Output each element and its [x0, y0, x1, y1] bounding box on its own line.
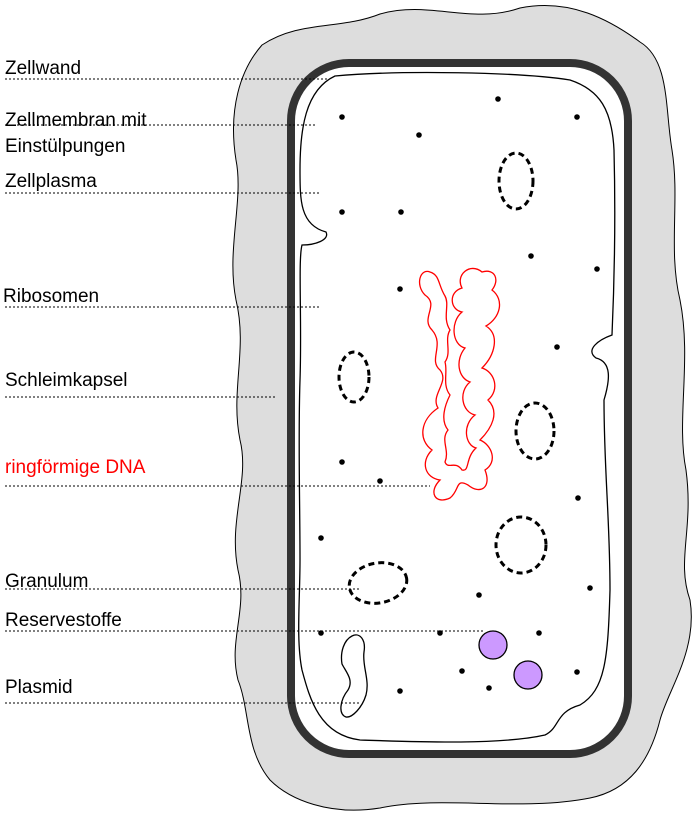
plasmid — [340, 634, 368, 718]
label-reserve: Reservestoffe — [5, 610, 122, 631]
granules — [337, 151, 556, 605]
label-granule: Granulum — [5, 571, 88, 592]
label-cytoplasm: Zellplasma — [5, 171, 97, 192]
cell-membrane — [298, 71, 616, 743]
label-plasmid: Plasmid — [5, 677, 73, 698]
label-cell-wall: Zellwand — [5, 58, 81, 79]
label-membrane-line1: Zellmembran mit — [5, 110, 147, 131]
cell-wall — [287, 59, 632, 758]
label-dna: ringförmige DNA — [5, 457, 146, 478]
label-capsule: Schleimkapsel — [5, 370, 128, 391]
circular-dna — [418, 267, 501, 501]
ribosomes — [318, 96, 600, 694]
label-ribosomes: Ribosomen — [3, 286, 99, 307]
label-membrane-line2: Einstülpungen — [5, 136, 125, 157]
reserve-substance — [478, 630, 508, 660]
reserve-substance — [513, 660, 543, 690]
